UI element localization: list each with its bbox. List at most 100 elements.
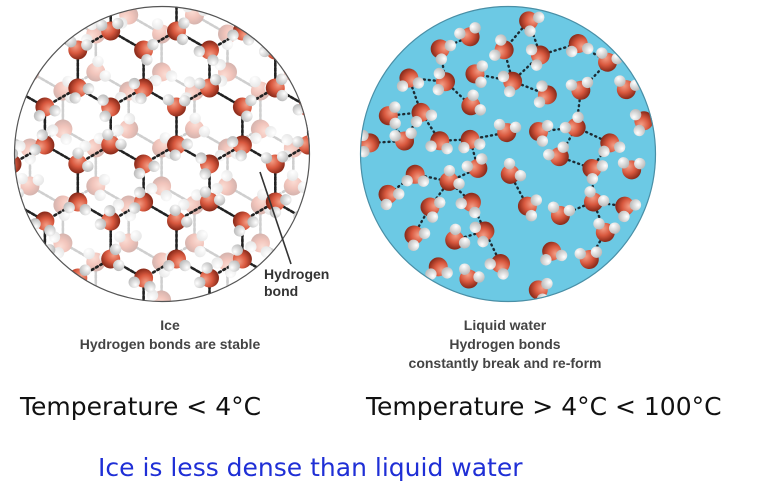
- oxygen-atom: [20, 24, 40, 44]
- oxygen-atom: [20, 252, 40, 272]
- water-molecule: [107, 6, 119, 10]
- water-molecule: [101, 243, 125, 272]
- water-molecule: [207, 300, 219, 302]
- hydrogen-atom: [275, 73, 288, 86]
- hydrogen-atom: [194, 276, 206, 289]
- hydrogen-atom: [112, 17, 124, 30]
- hydrogen-atom: [14, 66, 25, 78]
- water-molecule: [86, 173, 111, 202]
- hydrogen-atom: [565, 79, 578, 91]
- hydrogen-atom: [34, 295, 46, 302]
- hydrogen-atom: [412, 77, 425, 89]
- hydrogen-atom: [46, 124, 59, 136]
- hydrogen-atom: [389, 101, 401, 113]
- hydrogen-atom: [241, 110, 253, 122]
- hydrogen-atom: [524, 25, 536, 37]
- oxygen-atom: [490, 253, 510, 273]
- hydrogen-atom: [14, 148, 19, 160]
- water-molecule: [133, 154, 160, 180]
- hydrogen-atom: [477, 235, 489, 248]
- liquid-caption: Liquid water Hydrogen bonds constantly b…: [360, 316, 650, 373]
- oxygen-atom: [566, 117, 586, 137]
- hydrogen-atom: [582, 42, 594, 55]
- hydrogen-atom: [148, 160, 160, 172]
- hydrogen-atom: [196, 229, 208, 242]
- hydrogen-atom: [393, 188, 405, 200]
- hydrogen-atom: [245, 241, 257, 253]
- hydrogen-atom: [231, 244, 243, 256]
- hydrogen-atom: [28, 250, 41, 262]
- water-molecule: [112, 113, 139, 139]
- water-molecule: [461, 153, 488, 178]
- hydrogen-atom: [213, 194, 226, 206]
- hydrogen-atom: [44, 224, 56, 237]
- hydrogen-atom: [14, 140, 26, 152]
- hydrogen-atom: [257, 188, 269, 201]
- hydrogen-atom: [194, 77, 206, 90]
- hydrogen-atom: [227, 29, 239, 41]
- hydrogen-atom: [313, 206, 322, 221]
- hydrogen-atom: [586, 173, 599, 185]
- water-molecule: [68, 78, 95, 104]
- hydrogen-atom: [26, 56, 38, 68]
- water-molecule: [185, 229, 208, 258]
- water-molecule: [277, 24, 303, 51]
- water-molecule: [425, 257, 453, 280]
- water-molecule: [410, 102, 438, 128]
- hydrogen-atom: [469, 206, 481, 219]
- hydrogen-atom: [458, 141, 470, 154]
- water-molecule: [14, 148, 22, 174]
- water-molecule: [296, 6, 309, 8]
- hydrogen-atom: [178, 95, 191, 107]
- water-molecule: [128, 186, 154, 214]
- hydrogen-bond-line: [14, 6, 47, 52]
- hydrogen-bond-label: Hydrogen bond: [264, 266, 329, 300]
- hydrogen-atom: [32, 174, 45, 186]
- hydrogen-atom: [280, 194, 292, 206]
- hydrogen-atom: [617, 157, 630, 169]
- hydrogen-atom: [209, 74, 222, 86]
- hydrogen-atom: [60, 133, 72, 145]
- hydrogen-atom: [135, 92, 147, 105]
- hydrogen-atom: [405, 127, 417, 139]
- water-molecule: [497, 70, 523, 98]
- water-molecule: [401, 164, 430, 187]
- water-molecule: [68, 147, 94, 174]
- hydrogen-atom: [133, 167, 146, 180]
- water-molecule: [525, 43, 550, 71]
- water-molecule: [540, 241, 568, 266]
- hydrogen-atom: [309, 240, 322, 255]
- water-molecule: [249, 304, 276, 307]
- water-molecule: [389, 127, 417, 151]
- hydrogen-atom: [162, 94, 175, 106]
- hydrogen-atom: [469, 22, 481, 34]
- oxygen-atom: [314, 193, 322, 218]
- hydrogen-atom: [194, 245, 206, 258]
- hydrogen-atom: [49, 105, 61, 117]
- liquid-temperature-text: Temperature > 4°C < 100°C: [366, 392, 722, 421]
- ice-lattice-clip-group: [14, 6, 322, 307]
- water-molecule: [432, 67, 456, 96]
- water-molecule: [167, 135, 193, 161]
- hydrogen-atom: [247, 216, 259, 228]
- liquid-diagram: [358, 2, 668, 307]
- hydrogen-atom: [85, 302, 101, 307]
- water-molecule: [162, 94, 191, 117]
- water-molecule: [292, 130, 310, 155]
- hydrogen-atom: [144, 281, 156, 293]
- hydrogen-atom: [35, 35, 47, 47]
- water-molecule: [500, 157, 527, 184]
- hydrogen-atom: [533, 96, 546, 108]
- water-molecule: [163, 249, 191, 272]
- hydrogen-atom: [311, 249, 322, 263]
- hydrogen-atom: [211, 257, 223, 269]
- hydrogen-atom: [181, 138, 193, 150]
- water-molecule: [582, 158, 609, 185]
- water-molecule: [458, 129, 486, 154]
- hydrogen-atom: [407, 239, 420, 251]
- water-molecule: [617, 157, 646, 180]
- liquid-caption-line3: constantly break and re-form: [408, 355, 602, 371]
- oxygen-atom: [218, 176, 237, 196]
- hydrogen-atom: [476, 153, 488, 165]
- hydrogen-atom: [125, 306, 141, 307]
